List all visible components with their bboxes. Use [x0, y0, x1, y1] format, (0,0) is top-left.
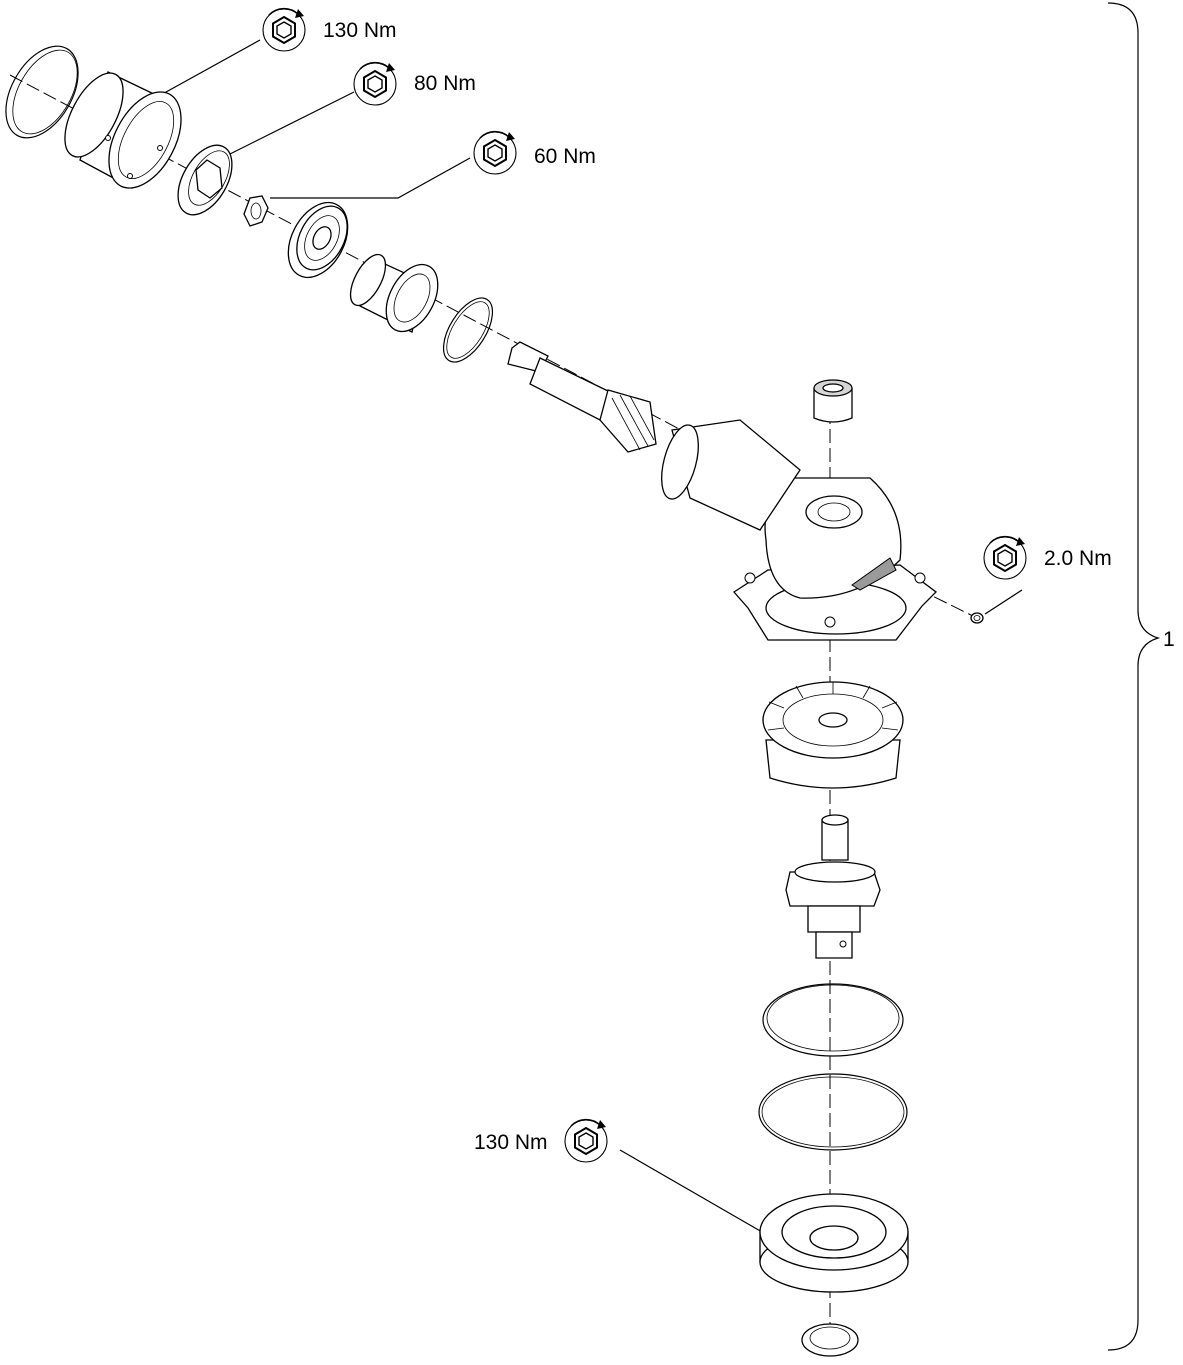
torque-label-bottom-cover: 130 Nm [474, 1131, 548, 1154]
torque-label-ring-nut: 80 Nm [414, 72, 476, 95]
torque-label-set-screw: 2.0 Nm [1044, 547, 1112, 570]
leader-line-shaft-nut [270, 157, 471, 199]
assembly-reference-number: 1 [1163, 628, 1175, 651]
seal-ring-bottom [801, 1323, 859, 1357]
set-screw [970, 612, 984, 624]
bearing-bushing [349, 253, 439, 333]
needle-bearing-cup [813, 379, 853, 423]
torque-icon-bottom-cover [564, 1118, 608, 1163]
torque-icon-sleeve [262, 7, 306, 52]
o-ring-large-upper [762, 983, 904, 1057]
snap-ring-large [5, 45, 79, 139]
torque-icon-ring-nut [353, 61, 397, 106]
leader-line-sleeve [147, 39, 261, 103]
leader-line-bottom-cover [619, 1149, 763, 1233]
ball-bearing [287, 201, 349, 279]
output-spindle [785, 814, 881, 959]
bottom-cover [759, 1193, 909, 1293]
torque-label-shaft-nut: 60 Nm [534, 145, 596, 168]
hex-nut [243, 195, 269, 227]
torque-icon-set-screw [983, 535, 1027, 580]
torque-icon-shaft-nut [473, 130, 517, 175]
leader-line-ring-nut [227, 91, 355, 156]
threaded-sleeve [64, 71, 182, 189]
o-ring-large-lower [758, 1073, 908, 1151]
pinion-shaft [507, 341, 657, 453]
o-ring-small [442, 297, 494, 363]
angle-head-housing [661, 419, 937, 641]
bevel-gear [762, 681, 904, 789]
assembly-brace [1107, 2, 1161, 1351]
ring-nut [177, 144, 233, 216]
torque-label-sleeve: 130 Nm [323, 19, 397, 42]
leader-line-set-screw [984, 589, 1023, 615]
